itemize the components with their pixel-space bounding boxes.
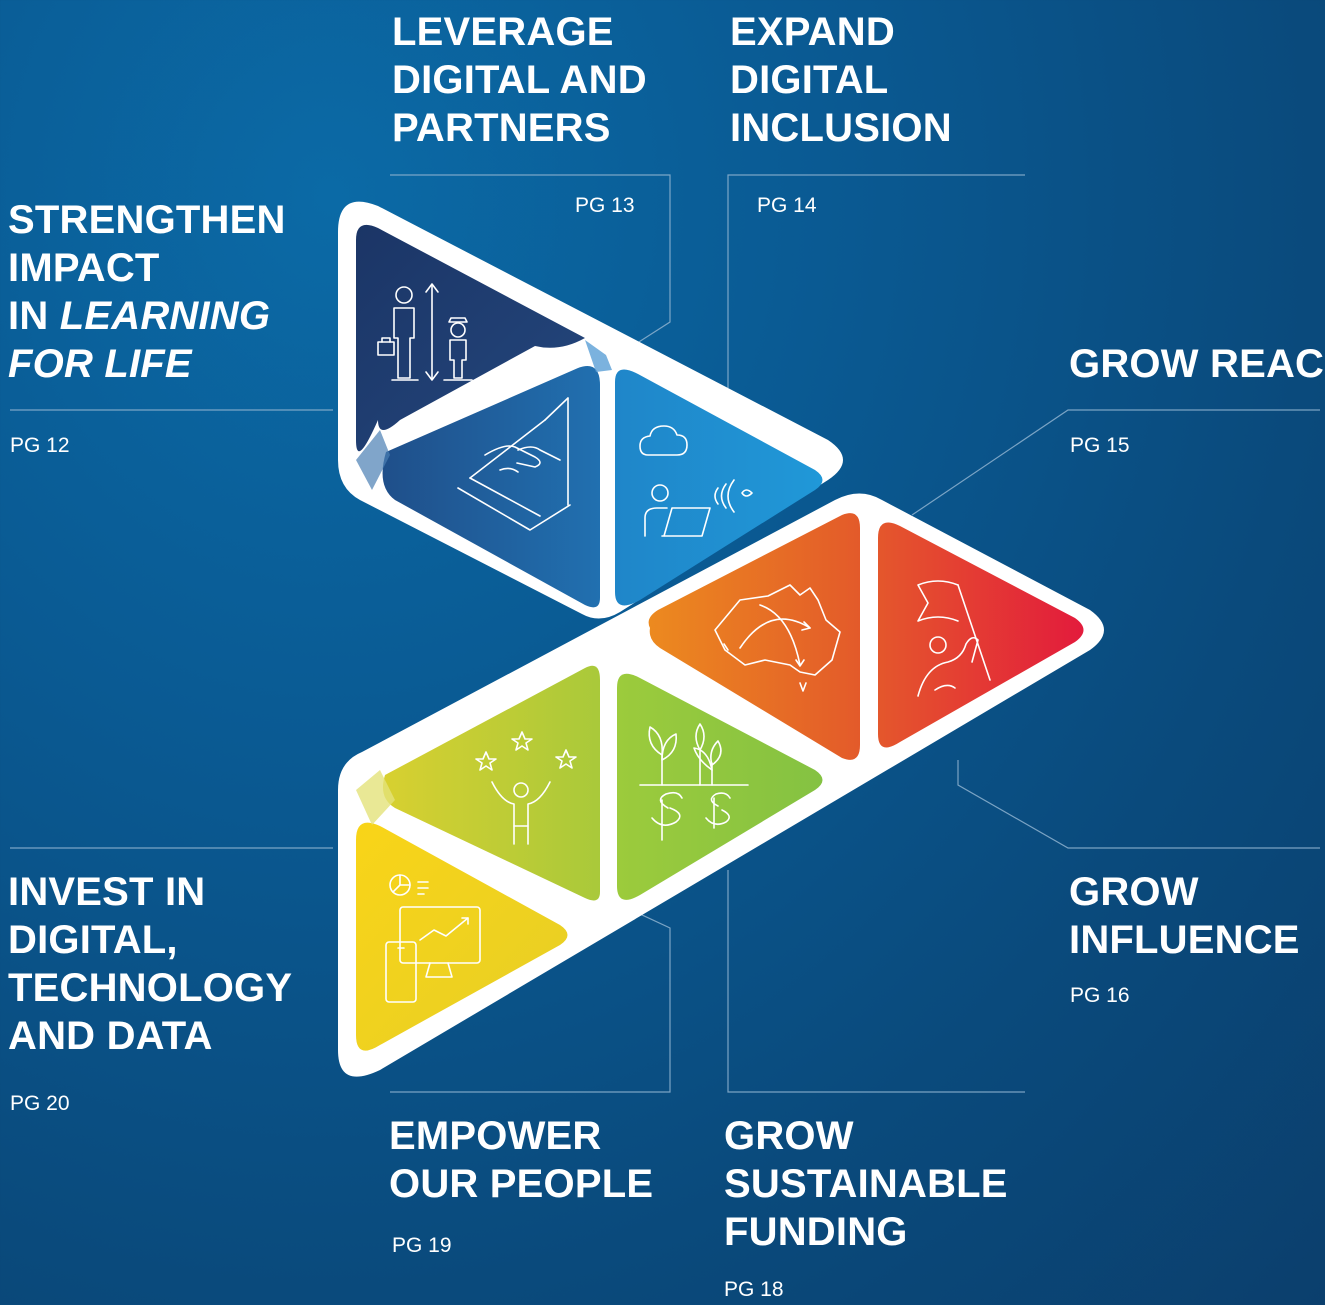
page-ref-leverage[interactable]: PG 13 [575, 194, 635, 217]
connector-lines [10, 174, 1320, 1093]
label-line: IN LEARNING [8, 292, 286, 340]
page-ref-reach[interactable]: PG 15 [1070, 434, 1130, 457]
page-ref-expand[interactable]: PG 14 [757, 194, 817, 217]
label-line: PARTNERS [392, 106, 611, 150]
label-reach[interactable]: GROW REACH [1069, 340, 1325, 388]
label-line: LEVERAGE [392, 10, 614, 54]
label-fragment: IN [8, 294, 60, 338]
page-ref-invest[interactable]: PG 20 [10, 1092, 70, 1115]
label-line: OUR PEOPLE [389, 1162, 654, 1206]
label-line: FUNDING [724, 1210, 908, 1254]
page-ref-empower[interactable]: PG 19 [392, 1234, 452, 1257]
cloud-user-laptop-icon [639, 425, 753, 537]
label-line: DIGITAL, [8, 918, 178, 962]
label-line: INCLUSION [730, 106, 952, 150]
hand-flag-icon [917, 580, 991, 697]
label-line: DIGITAL [730, 58, 889, 102]
growth-people-icon [377, 283, 473, 381]
segment-leverage[interactable] [382, 366, 600, 608]
segment-reach[interactable] [648, 513, 860, 760]
label-funding[interactable]: GROW SUSTAINABLE FUNDING [724, 1112, 1008, 1256]
label-line: AND DATA [8, 1014, 213, 1058]
page-ref-strengthen[interactable]: PG 12 [10, 434, 70, 457]
label-invest[interactable]: INVEST IN DIGITAL, TECHNOLOGY AND DATA [8, 868, 292, 1060]
label-line: SUSTAINABLE [724, 1162, 1008, 1206]
plants-dollar-icon [639, 723, 749, 841]
page-ref-funding[interactable]: PG 18 [724, 1278, 784, 1301]
label-line: EXPAND [730, 10, 895, 54]
australia-map-arrows-icon [714, 584, 841, 692]
label-line: IMPACT [8, 246, 160, 290]
label-empower[interactable]: EMPOWER OUR PEOPLE [389, 1112, 653, 1208]
label-line: INFLUENCE [1069, 918, 1300, 962]
label-leverage[interactable]: LEVERAGE DIGITAL AND PARTNERS [392, 8, 647, 152]
label-line: INVEST IN [8, 870, 206, 914]
label-fragment-italic: LEARNING [59, 294, 271, 338]
label-line: FOR LIFE [8, 342, 192, 386]
person-stars-icon [475, 731, 577, 845]
label-line: DIGITAL AND [392, 58, 647, 102]
segment-funding[interactable] [617, 673, 823, 900]
dashboard-devices-icon [385, 874, 481, 1003]
label-line: GROW REACH [1069, 342, 1325, 386]
page-ref-influence[interactable]: PG 16 [1070, 984, 1130, 1007]
label-line: EMPOWER [389, 1114, 602, 1158]
label-strengthen[interactable]: STRENGTHEN IMPACT IN LEARNING FOR LIFE [8, 196, 286, 388]
segment-influence[interactable] [878, 522, 1084, 748]
segment-strengthen[interactable] [356, 224, 585, 452]
label-line: GROW [1069, 870, 1199, 914]
segment-empower[interactable] [382, 665, 600, 901]
segment-expand[interactable] [615, 369, 823, 606]
handshake-laptop-icon [457, 397, 571, 531]
label-line: GROW [724, 1114, 854, 1158]
label-line: STRENGTHEN [8, 198, 286, 242]
label-influence[interactable]: GROW INFLUENCE [1069, 868, 1300, 964]
label-line: TECHNOLOGY [8, 966, 293, 1010]
label-expand[interactable]: EXPAND DIGITAL INCLUSION [730, 8, 952, 152]
